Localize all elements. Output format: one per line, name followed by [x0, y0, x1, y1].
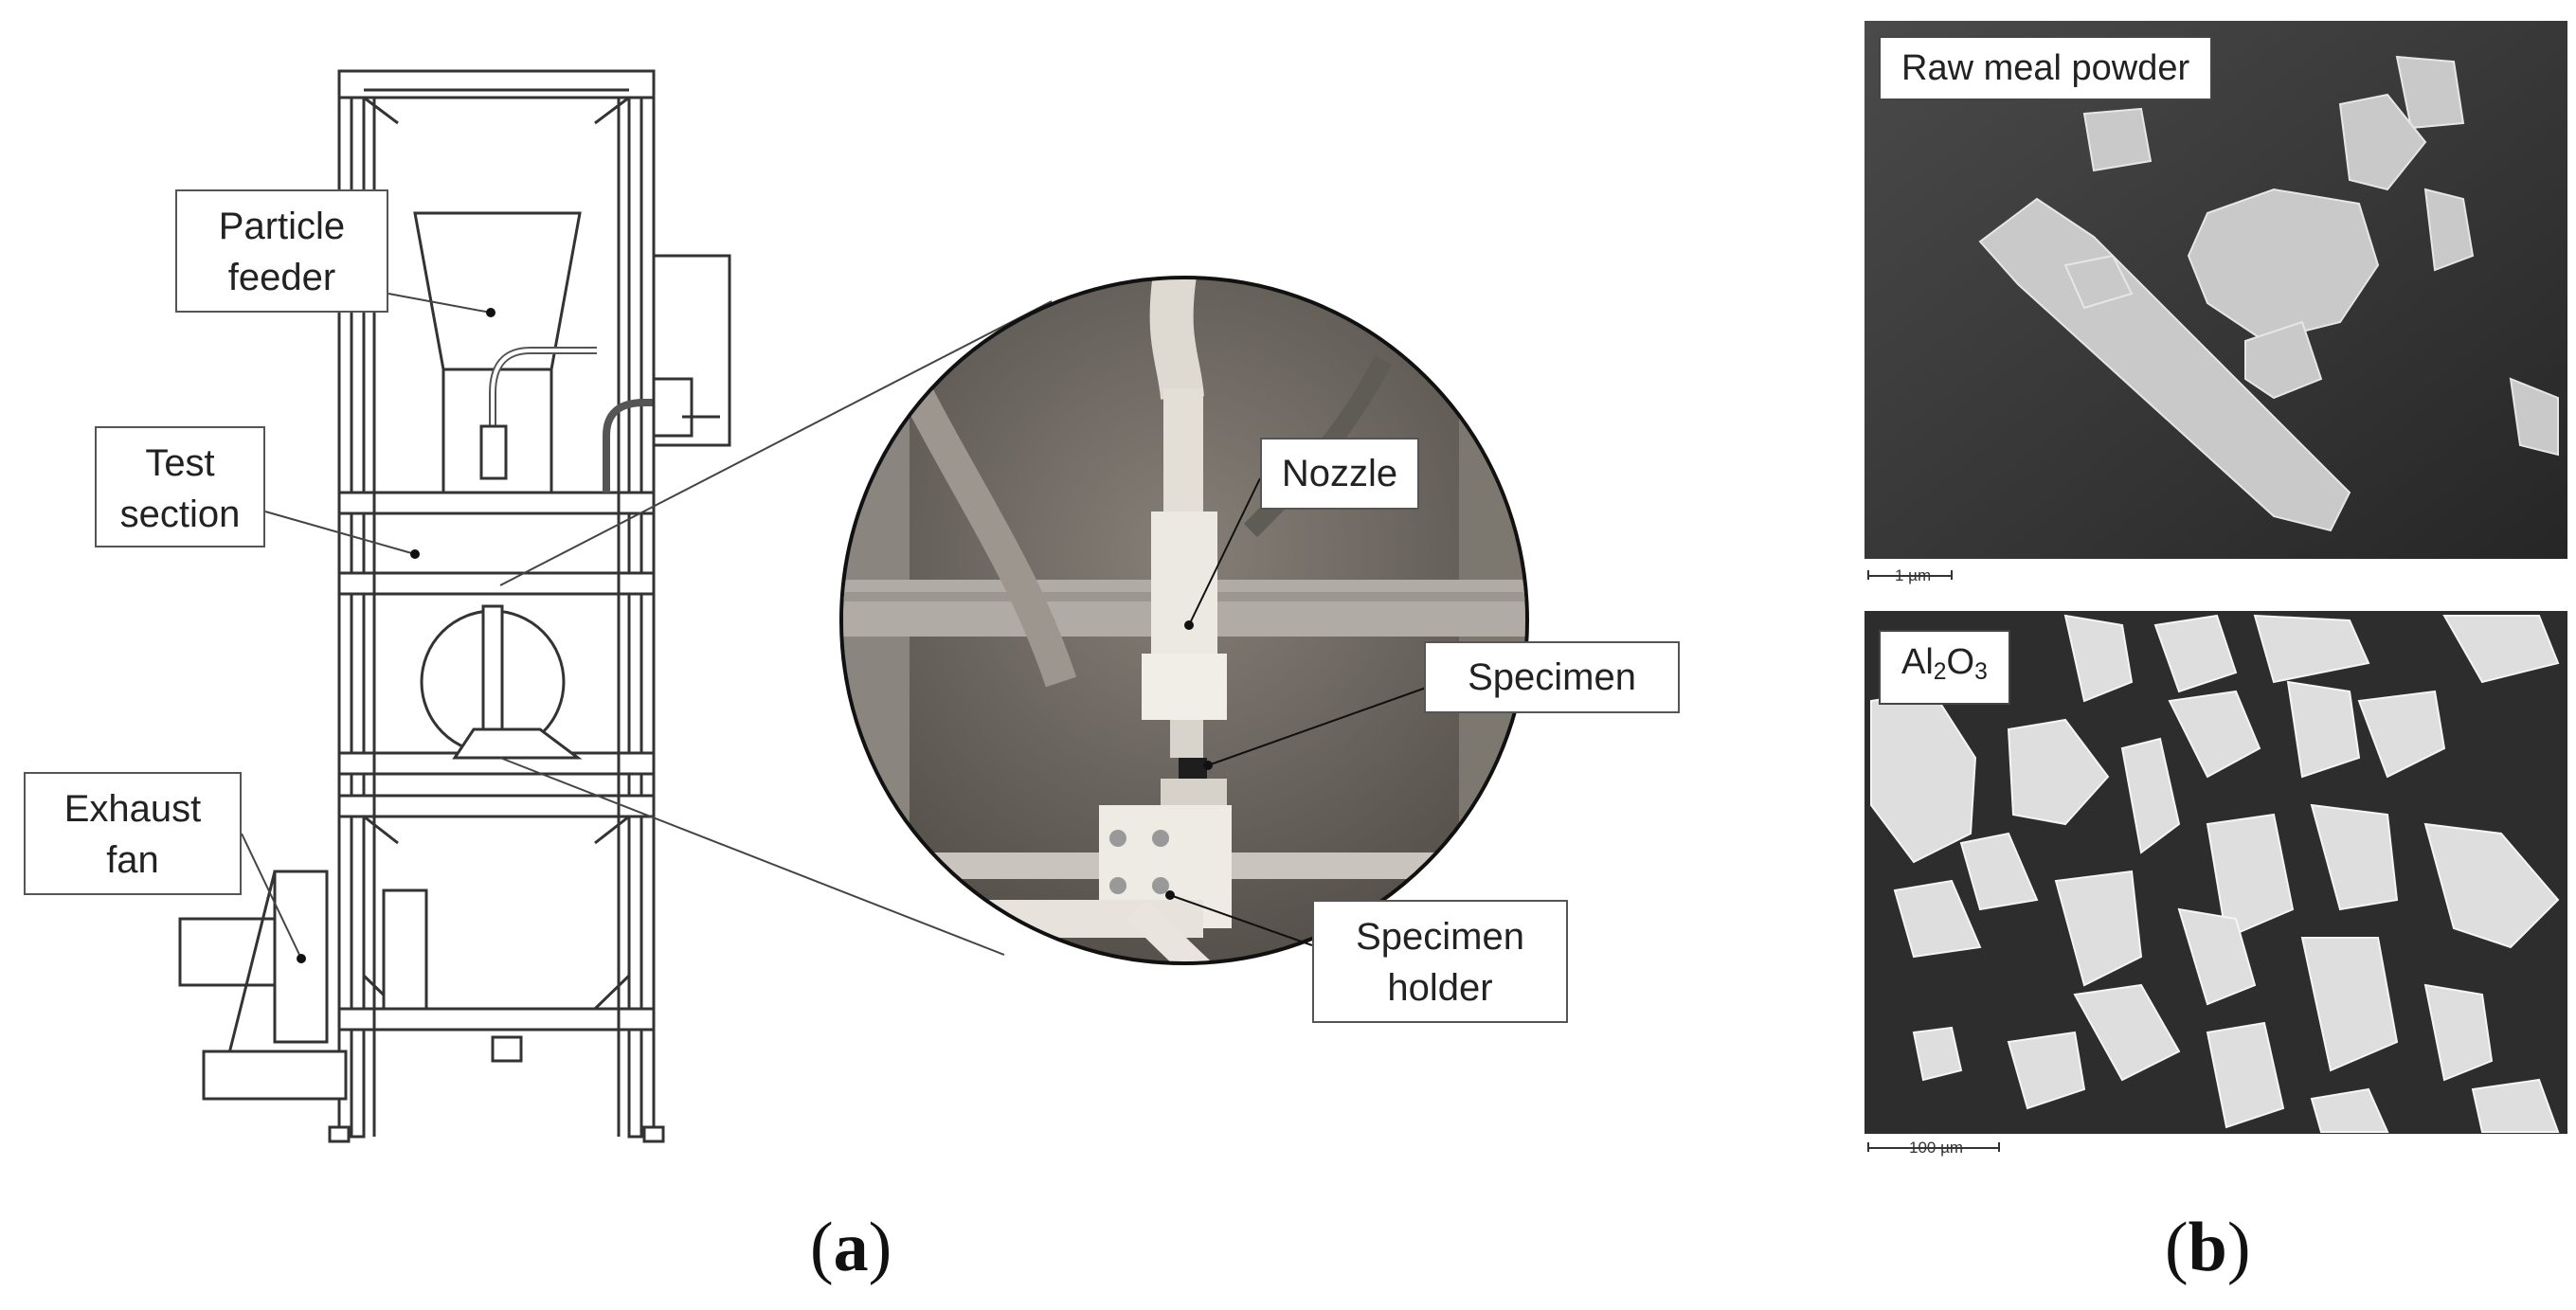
sem-bottom-label-sub2: 3 [1974, 659, 1988, 686]
callout-particle-feeder: Particle feeder [175, 189, 388, 313]
sem-top-image [1864, 21, 2567, 580]
callout-specimen-text: Specimen [1468, 656, 1636, 698]
panel-label-b-letter: b [2188, 1209, 2227, 1286]
panel-label-a-close: ) [868, 1209, 892, 1286]
sem-bottom-scale-label: 100 µm [1909, 1139, 1964, 1157]
callout-test-section-line2: section [119, 493, 241, 535]
inset-leaders [1169, 477, 1430, 946]
callout-particle-feeder-line1: Particle [218, 206, 346, 247]
sem-bottom-label-o: O [1946, 642, 1975, 682]
sem-bottom-label: Al2O3 [1879, 630, 2010, 706]
panel-label-a-open: ( [810, 1209, 834, 1286]
callout-exhaust-fan-line1: Exhaust [63, 788, 202, 830]
panel-label-b-open: ( [2165, 1209, 2189, 1286]
sem-top-label: Raw meal powder [1879, 36, 2213, 100]
callout-test-section: Test section [95, 426, 265, 547]
callout-exhaust-fan-line2: fan [106, 839, 159, 881]
callout-exhaust-fan: Exhaust fan [24, 772, 242, 895]
inset-dots [1165, 620, 1213, 900]
panel-label-a-letter: a [833, 1209, 869, 1286]
callout-nozzle: Nozzle [1260, 438, 1419, 510]
sem-bottom-label-al: Al [1901, 642, 1934, 682]
sem-bottom-image [1864, 611, 2567, 1152]
sem-top-scale-label: 1 µm [1895, 566, 1932, 584]
callout-specimen-holder-line2: holder [1387, 967, 1493, 1009]
callout-test-section-line1: Test [145, 442, 215, 484]
callout-specimen-holder-line1: Specimen [1356, 916, 1524, 958]
callout-leaders [241, 293, 1053, 960]
sem-bottom-label-sub1: 2 [1933, 659, 1947, 686]
panel-label-b-close: ) [2226, 1209, 2251, 1286]
callout-specimen: Specimen [1424, 641, 1680, 713]
callout-specimen-holder: Specimen holder [1312, 900, 1568, 1023]
panel-label-a: (a) [810, 1208, 892, 1288]
sem-top-label-text: Raw meal powder [1901, 48, 2190, 88]
callout-dots [297, 308, 495, 963]
callout-particle-feeder-line2: feeder [227, 257, 336, 298]
panel-label-b: (b) [2165, 1208, 2250, 1288]
callout-nozzle-text: Nozzle [1281, 453, 1398, 494]
